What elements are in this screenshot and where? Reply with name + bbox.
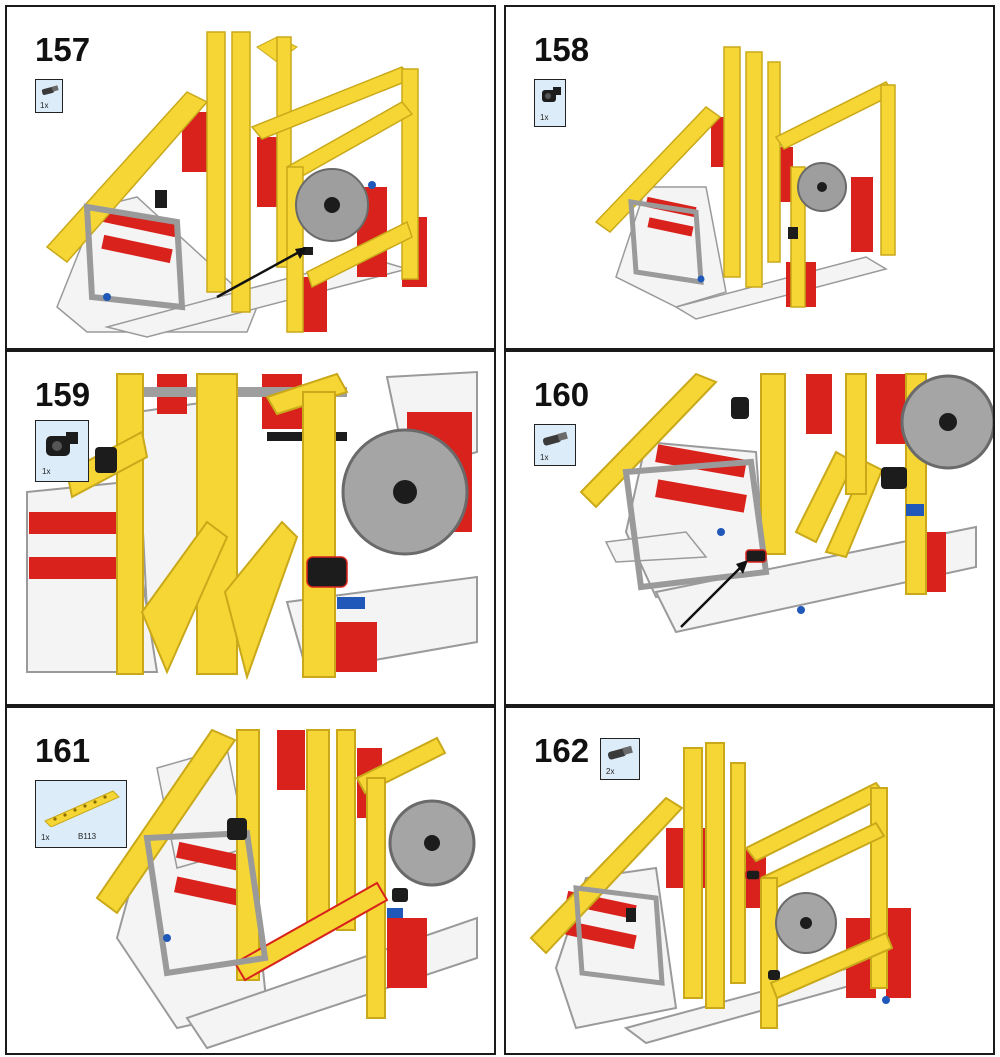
part-quantity: 2x bbox=[606, 767, 615, 776]
step-number: 158 bbox=[534, 31, 590, 68]
step-161-panel: 161 1x B113 bbox=[5, 706, 496, 1055]
assembly-illustration bbox=[45, 31, 427, 338]
axle-pin-with-friction-icon bbox=[607, 745, 633, 760]
step-number: 157 bbox=[35, 31, 91, 68]
step-159-panel: 159 1x bbox=[5, 350, 496, 706]
step-number: 160 bbox=[534, 376, 590, 413]
step-number: 159 bbox=[35, 376, 91, 413]
parts-list: 1x B113 bbox=[35, 780, 127, 848]
yellow-beam-13-icon bbox=[44, 790, 120, 827]
step-number: 162 bbox=[534, 732, 590, 769]
assembly-illustration bbox=[529, 742, 911, 1045]
assembly-illustration bbox=[579, 372, 993, 634]
part-quantity: 1x bbox=[42, 467, 51, 476]
part-quantity: 1x bbox=[540, 113, 549, 122]
part-quantity: 1x bbox=[540, 453, 549, 462]
axle-connector-perpendicular-icon bbox=[46, 432, 78, 456]
parts-list: 1x bbox=[35, 420, 89, 482]
assembly-illustration bbox=[594, 46, 896, 320]
parts-list: 2x bbox=[600, 738, 640, 780]
part-quantity: 1x bbox=[41, 833, 50, 842]
step-160-panel: 160 1x bbox=[504, 350, 995, 706]
parts-list: 1x bbox=[534, 79, 566, 127]
axle-pin-with-friction-icon bbox=[41, 85, 59, 96]
parts-list: 1x bbox=[35, 79, 63, 113]
axle-connector-perpendicular-icon bbox=[542, 87, 561, 102]
part-id: B113 bbox=[78, 832, 97, 841]
step-162-panel: 162 2x bbox=[504, 706, 995, 1055]
step-157-panel: 157 1x bbox=[5, 5, 496, 350]
step-number: 161 bbox=[35, 732, 91, 769]
step-158-panel: 158 1x bbox=[504, 5, 995, 350]
part-quantity: 1x bbox=[40, 101, 49, 110]
assembly-illustration bbox=[26, 370, 478, 681]
parts-list: 1x bbox=[534, 424, 576, 466]
assembly-illustration bbox=[95, 728, 478, 1050]
axle-pin-with-friction-icon bbox=[542, 431, 568, 446]
